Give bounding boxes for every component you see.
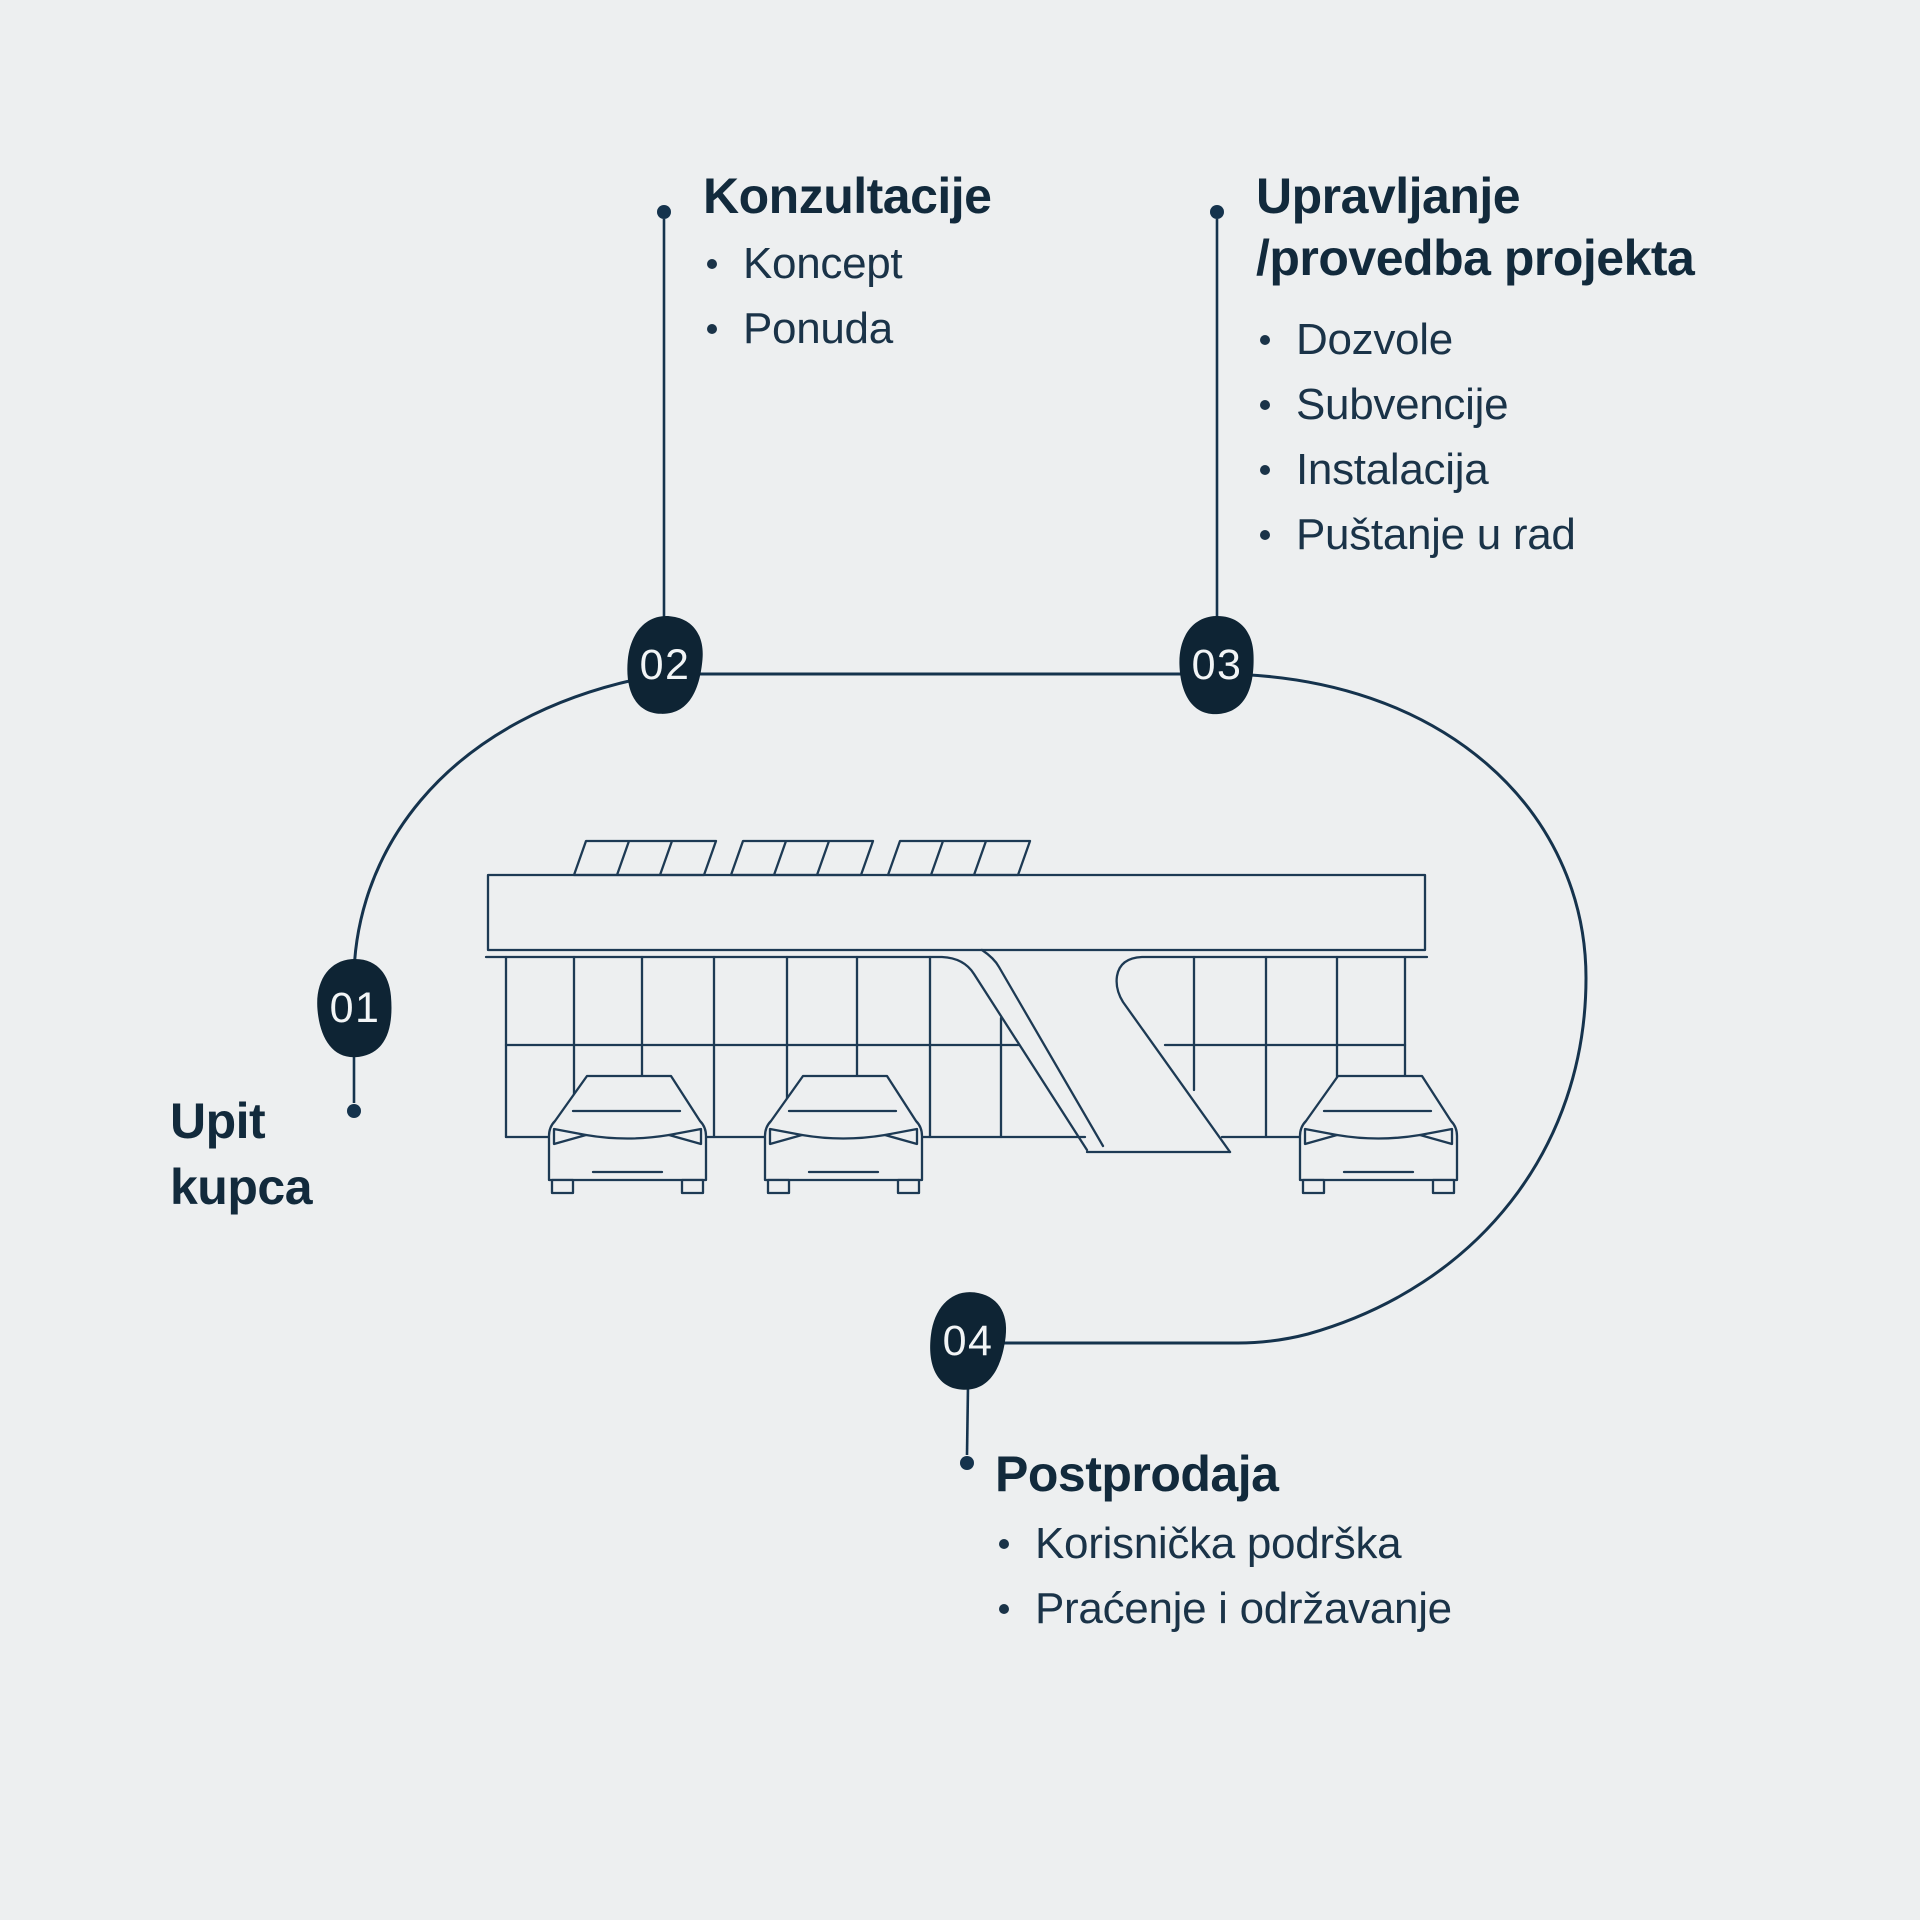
step-01-title-line: kupca <box>170 1159 313 1215</box>
bullet-text: Instalacija <box>1296 445 1489 494</box>
step-03-label: Upravljanje /provedba projekta Dozvole S… <box>1256 165 1695 567</box>
bullet-dot-icon <box>1260 529 1270 540</box>
bullet-dot-icon <box>999 1603 1009 1614</box>
bullet-text: Koncept <box>743 239 903 288</box>
bullet-text: Dozvole <box>1296 315 1453 364</box>
loop-path <box>352 672 1588 1345</box>
step-04-bullets: Korisnička podrška Praćenje i održavanje <box>995 1511 1452 1641</box>
step-01-title-line: Upit <box>170 1093 266 1149</box>
car-icon <box>763 1074 924 1195</box>
step-02-label: Konzultacije Koncept Ponuda <box>703 165 992 361</box>
bullet-text: Ponuda <box>743 304 893 353</box>
bullet-item: Dozvole <box>1256 307 1694 372</box>
bullet-text: Puštanje u rad <box>1296 510 1576 559</box>
bullet-text: Praćenje i održavanje <box>1035 1584 1452 1633</box>
bullet-item: Praćenje i održavanje <box>995 1576 1452 1641</box>
step-01-label: Upit kupca <box>170 1088 313 1220</box>
node-connectors <box>347 205 1224 1470</box>
node-01-number: 01 <box>330 984 381 1032</box>
node-04-number: 04 <box>943 1317 994 1365</box>
step-02-bullets: Koncept Ponuda <box>703 231 991 361</box>
bullet-item: Instalacija <box>1256 437 1694 502</box>
entrance-swoosh <box>484 948 1429 1154</box>
step-node-numbers: 01 02 03 04 <box>330 641 1243 1365</box>
bullet-dot-icon <box>1260 399 1270 410</box>
bullet-dot-icon <box>707 323 717 334</box>
step-nodes <box>312 613 1257 1394</box>
step-04-title: Postprodaja <box>995 1446 1279 1502</box>
step-02-title: Konzultacije <box>703 168 992 224</box>
step-03-title: Upravljanje <box>1256 168 1521 224</box>
left-wall-grid <box>504 955 1087 1139</box>
step-03-bullets: Dozvole Subvencije Instalacija Puštanje … <box>1256 307 1694 567</box>
canopy-roof <box>486 873 1427 952</box>
bullet-item: Ponuda <box>703 296 991 361</box>
bullet-dot-icon <box>999 1538 1009 1549</box>
step-03-title-line2: /provedba projekta <box>1256 230 1695 286</box>
bullet-dot-icon <box>1260 464 1270 475</box>
bullet-item: Korisnička podrška <box>995 1511 1452 1576</box>
step-04-label: Postprodaja Korisnička podrška Praćenje … <box>995 1443 1452 1641</box>
node-02-number: 02 <box>640 641 691 689</box>
car-icon <box>547 1074 708 1195</box>
bullet-text: Subvencije <box>1296 380 1509 429</box>
car-icon <box>1298 1074 1459 1195</box>
bullet-dot-icon <box>707 258 717 269</box>
building-illustration <box>484 839 1459 1195</box>
bullet-item: Puštanje u rad <box>1256 502 1694 567</box>
bullet-item: Subvencije <box>1256 372 1694 437</box>
bullet-item: Koncept <box>703 231 991 296</box>
right-wall-grid <box>1163 955 1407 1139</box>
node-03-number: 03 <box>1192 641 1243 689</box>
bullet-dot-icon <box>1260 334 1270 345</box>
bullet-text: Korisnička podrška <box>1035 1519 1402 1568</box>
solar-panel-icon <box>572 839 1032 877</box>
